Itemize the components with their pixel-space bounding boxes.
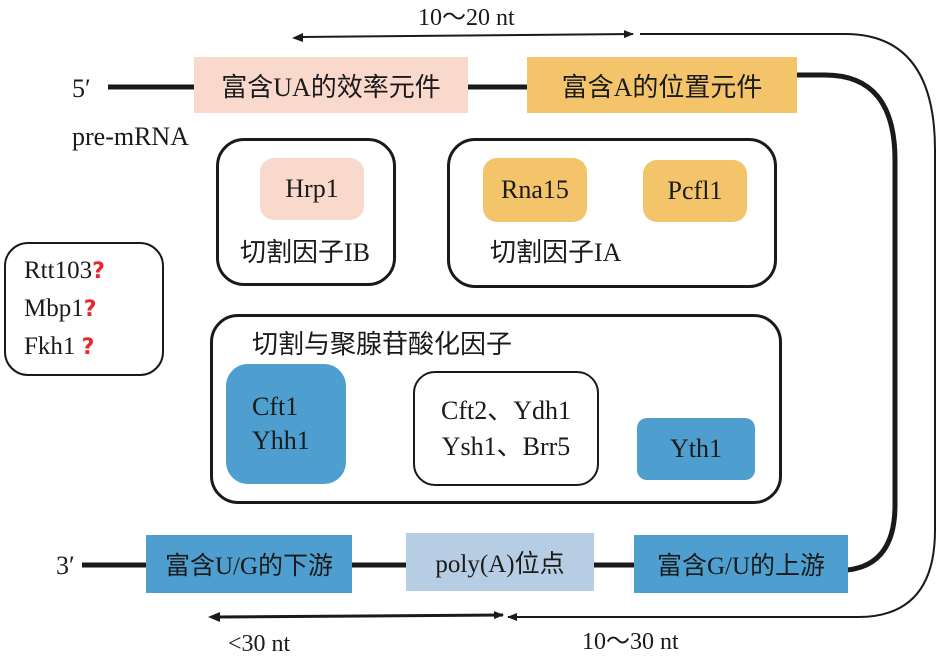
- question-mark-icon: ?: [83, 297, 97, 322]
- unknown-factor-name: Fkh1: [24, 333, 76, 360]
- factor-cft2-ydh1: Cft2、Ydh1: [440, 395, 571, 425]
- downstream-element: 富含U/G的下游: [146, 535, 352, 593]
- question-mark-icon: ?: [92, 259, 105, 284]
- positioning-element: 富含A的位置元件: [527, 57, 797, 113]
- factor-ysh1-brr5: Ysh1、Brr5: [441, 431, 571, 461]
- factor-group-cft1-yhh1: Cft1 Yhh1: [226, 364, 346, 484]
- unknown-factor-name: Rtt103: [24, 257, 93, 284]
- upstream-element: 富含G/U的上游: [634, 535, 848, 593]
- five-prime-label: 5′: [72, 74, 91, 103]
- polya-site: poly(A)位点: [406, 533, 594, 591]
- cleavage-factor-ib-title: 切割因子IB: [240, 238, 371, 267]
- factor-pcfl1: Pcfl1: [643, 160, 747, 222]
- bottom-right-distance-label: 10～30 nt: [582, 629, 679, 655]
- bottom-left-distance-label: <30 nt: [228, 631, 291, 657]
- top-distance-arrow: [299, 30, 634, 39]
- factor-hrp1: Hrp1: [260, 158, 364, 220]
- rna-strand-loop: [797, 72, 898, 573]
- factor-rna15: Rna15: [483, 158, 587, 222]
- bottom-distance-arrow-left-head: [208, 612, 220, 622]
- unknown-factor-item: Fkh1 ?: [24, 334, 94, 359]
- cleavage-factor-ia-title: 切割因子IA: [490, 238, 622, 267]
- bottom-distance-arrow: [217, 611, 504, 620]
- unknown-factors-box: [4, 242, 164, 376]
- unknown-factor-item: Mbp1?: [24, 296, 97, 321]
- cpf-title: 切割与聚腺苷酸化因子: [252, 330, 513, 359]
- unknown-factor-name: Mbp1: [24, 295, 84, 322]
- top-distance-arrow-left-head: [292, 33, 303, 42]
- pre-mrna-label: pre-mRNA: [72, 122, 189, 151]
- outer-arc: [507, 33, 936, 621]
- efficiency-element: 富含UA的效率元件: [194, 57, 468, 113]
- factor-yhh1: Yhh1: [252, 426, 310, 455]
- factor-group-cft2: Cft2、Ydh1 Ysh1、Brr5: [413, 371, 599, 486]
- unknown-factor-item: Rtt103?: [24, 258, 105, 283]
- factor-yth1: Yth1: [637, 418, 755, 480]
- three-prime-label: 3′: [56, 551, 75, 580]
- factor-cft1: Cft1: [252, 392, 299, 421]
- top-distance-label: 10～20 nt: [418, 5, 515, 31]
- question-mark-icon: ?: [81, 335, 95, 360]
